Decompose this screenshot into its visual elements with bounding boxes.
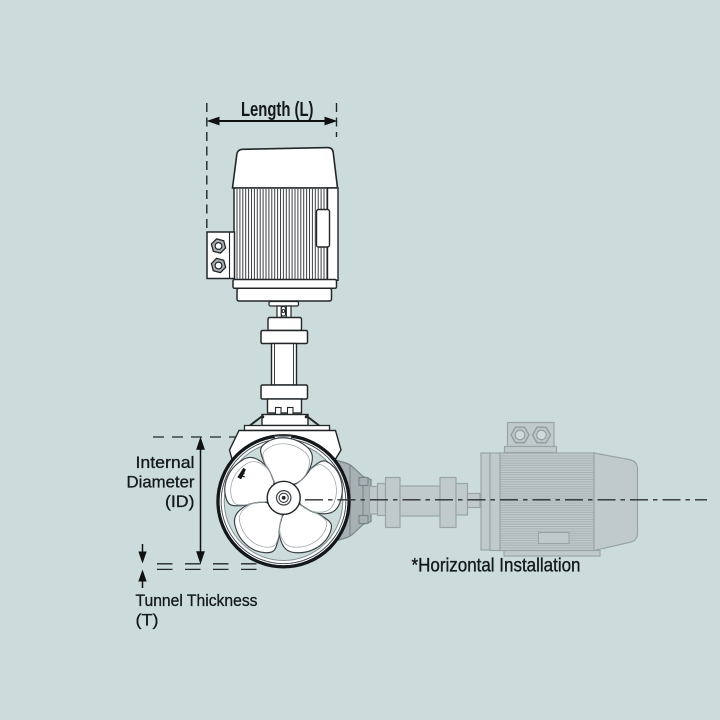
svg-text:Diameter: Diameter	[127, 474, 196, 492]
svg-text:Length (L): Length (L)	[241, 99, 314, 121]
svg-text:(ID): (ID)	[165, 493, 195, 511]
svg-text:Tunnel Thickness: Tunnel Thickness	[136, 592, 258, 610]
svg-text:Internal: Internal	[136, 454, 195, 472]
svg-text:(T): (T)	[136, 612, 159, 630]
svg-text:*Horizontal Installation: *Horizontal Installation	[412, 555, 581, 577]
